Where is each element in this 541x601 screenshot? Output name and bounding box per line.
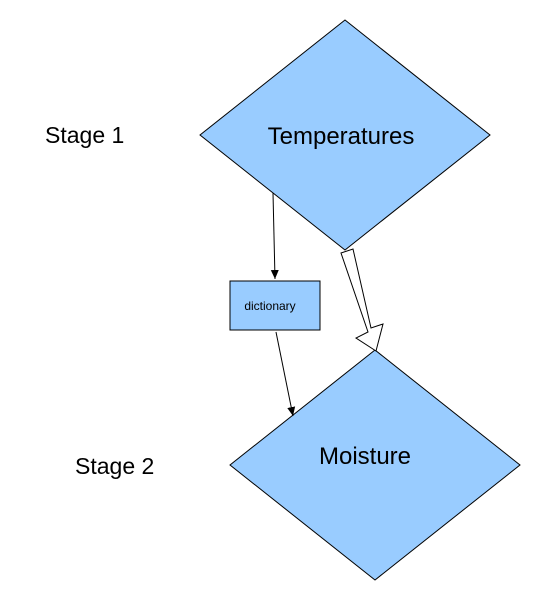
arrow-temperatures-to-dictionary: [270, 192, 279, 280]
moisture-label: Moisture: [319, 443, 411, 470]
hollow-arrow-temperatures-to-moisture: [340, 248, 384, 352]
moisture-diamond: [229, 349, 521, 581]
dictionary-node[interactable]: dictionary: [229, 280, 321, 331]
dictionary-label: dictionary: [244, 299, 295, 313]
stage-2-label: Stage 2: [75, 453, 154, 479]
temperatures-diamond: [199, 19, 491, 251]
temperatures-node[interactable]: Temperatures: [199, 19, 491, 251]
stage-1-label: Stage 1: [45, 122, 124, 148]
dictionary-box: [229, 280, 321, 331]
arrow-dictionary-to-moisture: [275, 331, 296, 417]
temperatures-label: Temperatures: [268, 123, 415, 150]
moisture-node[interactable]: Moisture: [229, 349, 521, 581]
